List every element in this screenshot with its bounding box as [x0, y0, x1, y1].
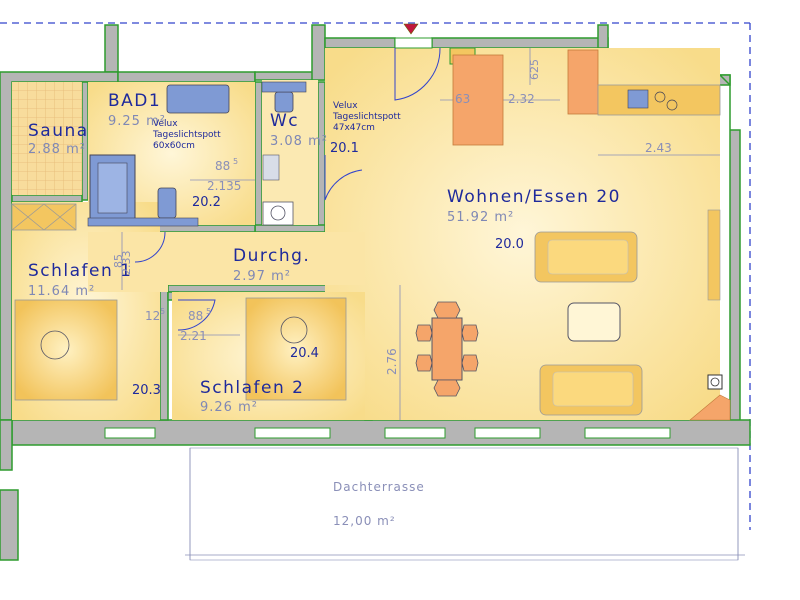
toilet-icon	[157, 187, 177, 219]
washer-icon	[262, 201, 294, 226]
wc-sink-icon	[262, 154, 280, 181]
room-area-sauna: 2.88 m²	[28, 142, 86, 157]
room-labels: Sauna 2.88 m² BAD1 9.25 m² Wc 3.08 m² Wo…	[28, 91, 621, 415]
terrace-name: Dachterrasse	[333, 480, 425, 494]
sink-icon	[627, 89, 649, 109]
dim-85: 85	[112, 254, 125, 268]
room-area-wc: 3.08 m²	[270, 134, 328, 149]
kitchen-counter	[597, 84, 721, 116]
dim-2135: 2.135	[207, 179, 241, 193]
room-name-schlafen2: Schlafen 2	[200, 378, 305, 398]
wall-shelf	[707, 209, 721, 301]
velux-wc-line2: Tageslichtspott	[332, 112, 401, 122]
room-number-20-1: 20.1	[330, 141, 359, 156]
kitchen-island	[452, 54, 504, 146]
dim-233: 2.33	[120, 251, 133, 276]
socket-icon	[707, 374, 723, 390]
dim-221: 2.21	[180, 329, 207, 343]
dim-63: 63	[455, 92, 470, 106]
velux-wc-line3: 47x47cm	[333, 123, 375, 133]
room-name-schlafen1: Schlafen 1	[28, 261, 133, 281]
dim-625: 625	[528, 59, 541, 80]
velux-notes: Velux Tageslichtspott 60x60cm Velux Tage…	[152, 101, 401, 151]
dim-88a: 88	[215, 159, 230, 173]
dim-243: 2.43	[645, 141, 672, 155]
floor-sauna	[12, 82, 82, 195]
room-area-schlafen1: 11.64 m²	[28, 284, 95, 299]
room-area-schlafen2: 9.26 m²	[200, 400, 258, 415]
dim-12-sup: 5	[160, 307, 165, 316]
kitchen	[452, 49, 731, 421]
dim-88b-sup: 5	[206, 307, 211, 316]
velux-bad-line1: Velux	[153, 119, 178, 129]
dim-88b: 88	[188, 309, 203, 323]
doors	[134, 47, 441, 331]
bathroom-fixtures	[87, 81, 307, 227]
room-number-20-2: 20.2	[192, 195, 221, 210]
room-area-bad: 9.25 m²	[108, 114, 166, 129]
terrace	[189, 447, 739, 561]
room-numbers: 20.1 20.2 20.0 20.3 20.4	[132, 141, 524, 398]
room-number-20-0: 20.0	[495, 237, 524, 252]
coffee-table	[567, 302, 621, 342]
dim-12: 12	[145, 309, 160, 323]
dim-88a-sup: 5	[233, 157, 238, 166]
dimension-labels: 625 63 2.32 2.43 88 5 2.135 88 5 2.21 12…	[112, 59, 672, 375]
bed-schlafen1	[14, 299, 118, 401]
room-name-sauna: Sauna	[28, 121, 89, 141]
stove-icon	[654, 91, 666, 103]
room-area-durchg: 2.97 m²	[233, 269, 291, 284]
dining-table	[431, 317, 463, 381]
kitchen-counter-tall	[567, 49, 599, 115]
velux-bad-line2: Tageslichtspott	[152, 130, 221, 140]
bed-schlafen2	[245, 297, 347, 401]
entrance-marker	[403, 23, 419, 35]
room-name-durchg: Durchg.	[233, 246, 310, 266]
dim-276: 2.76	[385, 348, 399, 375]
dining-chairs	[415, 301, 479, 397]
room-name-bad: BAD1	[108, 91, 161, 111]
beds	[14, 297, 347, 401]
sauna-cabinet	[11, 203, 77, 231]
wc-toilet-icon	[274, 91, 294, 113]
terrace-area: 12,00 m²	[333, 514, 396, 528]
room-area-wohnen: 51.92 m²	[447, 210, 514, 225]
room-name-wohnen: Wohnen/Essen 20	[447, 187, 621, 207]
room-number-20-4: 20.4	[290, 346, 319, 361]
velux-bad-line3: 60x60cm	[153, 141, 195, 151]
floor-durchg-left	[88, 232, 168, 292]
living-furniture	[415, 231, 643, 416]
room-name-wc: Wc	[270, 111, 299, 131]
floor-durchg	[168, 232, 365, 285]
velux-wc-line1: Velux	[333, 101, 358, 111]
dim-232: 2.32	[508, 92, 535, 106]
room-number-20-3: 20.3	[132, 383, 161, 398]
washbasin-icon	[166, 84, 230, 114]
